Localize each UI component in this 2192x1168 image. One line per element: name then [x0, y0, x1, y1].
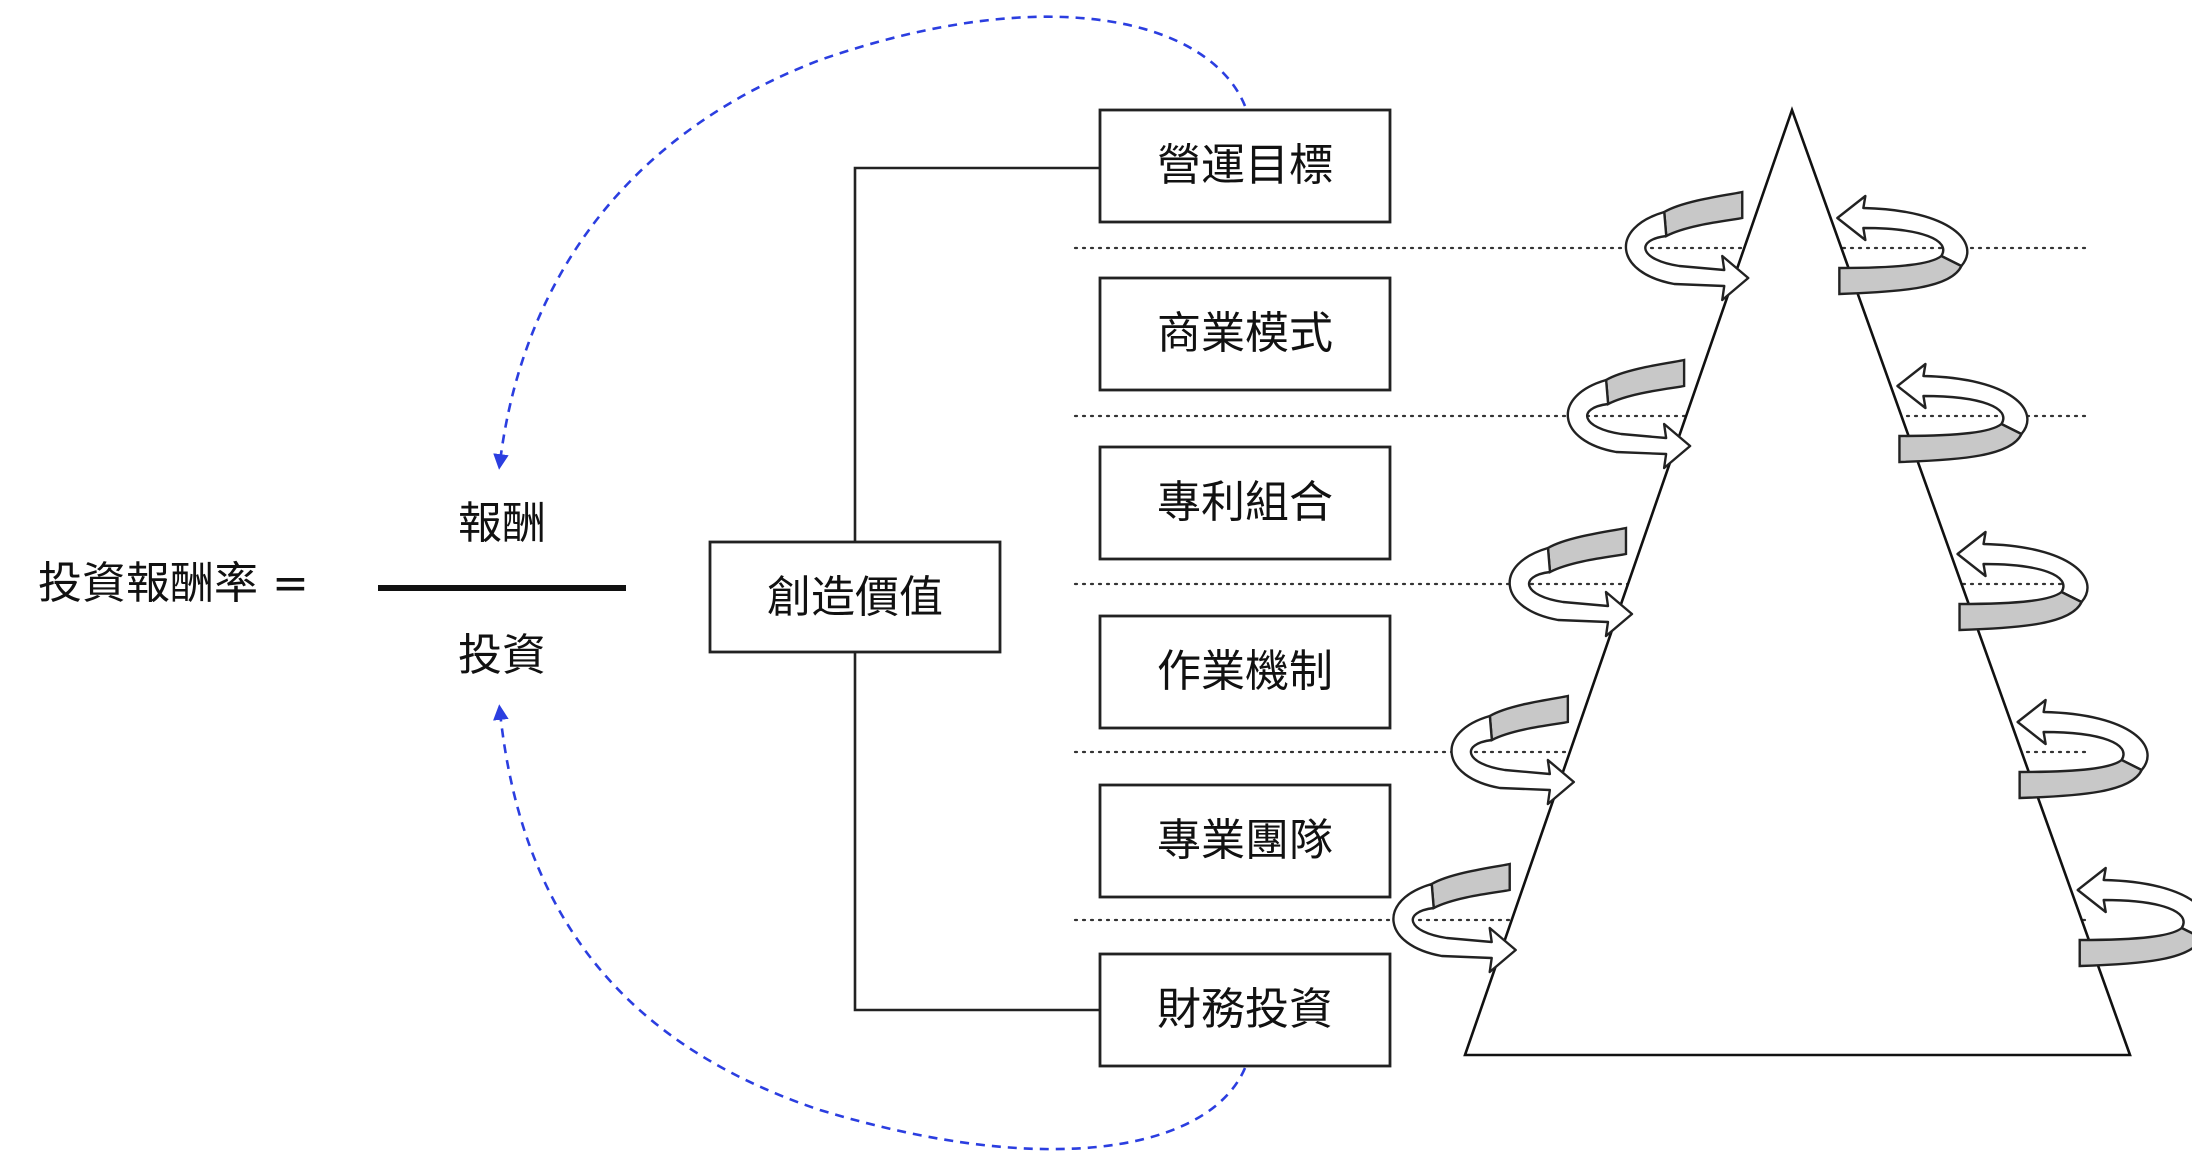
formula-numerator: 報酬	[458, 498, 546, 549]
ribbon-back-band	[1488, 694, 1570, 742]
rotation-arrow-left	[1392, 862, 1517, 974]
rotation-arrow-right	[1956, 530, 2089, 632]
box-stack: 營運目標 商業模式 專利組合 作業機制 專業團隊 財務投資	[1098, 108, 1392, 1068]
rotation-arrow-left	[1508, 526, 1634, 638]
ribbon-front-arrow	[1392, 882, 1517, 974]
box-label: 專業團隊	[1157, 815, 1333, 866]
pyramid-triangle	[1463, 106, 2132, 1057]
box-label: 專利組合	[1157, 477, 1333, 528]
ribbon-back-band	[1662, 190, 1744, 238]
box-business-model: 商業模式	[1098, 276, 1392, 392]
ribbon-front-arrow	[2076, 866, 2192, 935]
rotation-arrows	[1392, 190, 2192, 974]
box-operations: 作業機制	[1098, 614, 1392, 730]
rotation-arrow-right	[2016, 698, 2149, 800]
ribbon-back-band	[1898, 422, 2024, 464]
ribbon-front-arrow	[1836, 194, 1969, 268]
rotation-arrow-left	[1450, 694, 1576, 806]
connector-top	[853, 166, 1100, 542]
formula-denominator: 投資	[458, 630, 546, 681]
ribbon-front-arrow	[1508, 546, 1634, 638]
box-financial-investment: 財務投資	[1098, 952, 1392, 1068]
box-operating-goals: 營運目標	[1098, 108, 1392, 224]
bottom-dashed-arrow	[493, 704, 1247, 1151]
ribbon-back-band	[2078, 926, 2192, 968]
ribbon-front-arrow	[1450, 714, 1576, 806]
rotation-arrow-right	[2076, 866, 2192, 968]
rotation-arrow-right	[1836, 194, 1969, 296]
rotation-arrow-left	[1566, 358, 1692, 470]
ribbon-front-arrow	[2016, 698, 2149, 772]
connector-bottom	[853, 652, 1100, 1012]
ribbon-back-band	[1958, 590, 2084, 632]
ribbon-back-band	[1546, 526, 1628, 574]
ribbon-back-band	[1838, 254, 1963, 296]
rotation-arrow-left	[1624, 190, 1750, 302]
formula-label: 投資報酬率 =	[38, 558, 309, 609]
box-label: 作業機制	[1157, 646, 1333, 697]
rotation-arrow-right	[1896, 362, 2029, 464]
ribbon-front-arrow	[1624, 210, 1750, 302]
ribbon-front-arrow	[1956, 530, 2089, 604]
box-label: 財務投資	[1157, 984, 1333, 1035]
box-patent-portfolio: 專利組合	[1098, 445, 1392, 561]
top-dashed-arrow	[493, 15, 1247, 470]
center-box: 創造價值	[708, 540, 1002, 654]
center-label: 創造價值	[767, 572, 943, 623]
box-label: 營運目標	[1157, 140, 1333, 191]
ribbon-front-arrow	[1896, 362, 2029, 436]
ribbon-back-band	[1430, 862, 1511, 910]
ribbon-front-arrow	[1566, 378, 1692, 470]
box-label: 商業模式	[1157, 308, 1333, 359]
ribbon-back-band	[1604, 358, 1686, 406]
ribbon-back-band	[2018, 758, 2144, 800]
box-professional-team: 專業團隊	[1098, 783, 1392, 899]
